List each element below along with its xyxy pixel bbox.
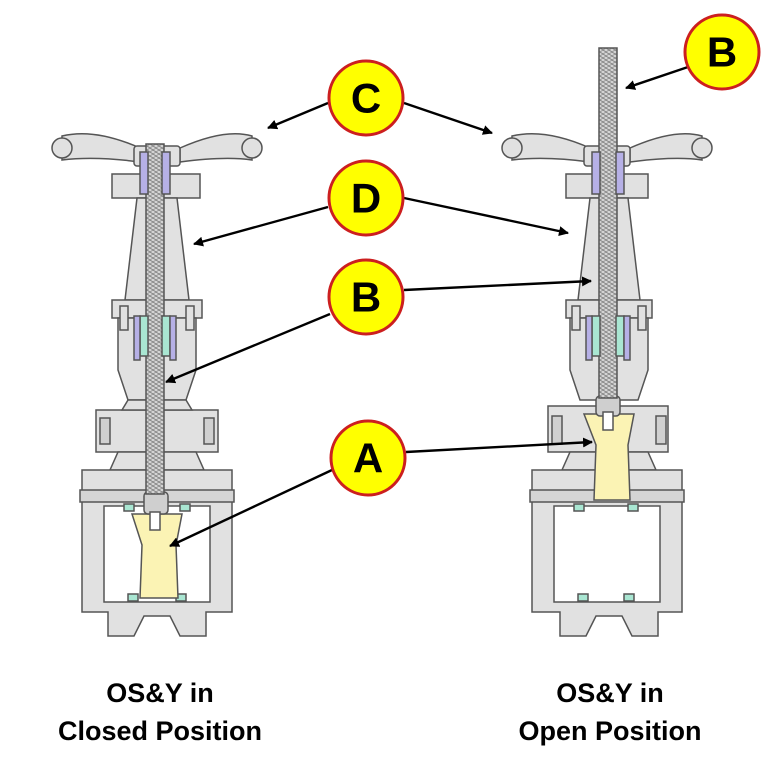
- arrow-c-closed: [267, 101, 329, 130]
- leader-arrows: [165, 65, 689, 548]
- arrow-b-open: [403, 276, 592, 292]
- stem-open: [598, 47, 618, 399]
- wedge-open: [582, 413, 635, 501]
- arrow-a-open: [405, 437, 593, 454]
- open-caption-line2: Open Position: [518, 716, 702, 746]
- arrow-a-closed: [169, 468, 333, 548]
- open-caption-line1: OS&Y in: [556, 678, 664, 708]
- arrow-d-closed: [193, 205, 329, 247]
- arrow-b-top: [625, 65, 689, 90]
- wedge-closed: [130, 513, 183, 599]
- callout-a: A: [329, 419, 407, 497]
- svg-text:A: A: [353, 435, 383, 482]
- closed-valve: [51, 132, 263, 637]
- svg-text:B: B: [707, 29, 737, 76]
- closed-position-caption: OS&Y in Closed Position: [10, 674, 310, 750]
- closed-caption-line2: Closed Position: [57, 716, 263, 746]
- callout-b-middle: B: [327, 258, 405, 336]
- arrow-d-open: [403, 196, 569, 237]
- svg-text:B: B: [351, 274, 381, 321]
- arrow-b-closed: [165, 312, 331, 384]
- open-position-caption: OS&Y in Open Position: [460, 674, 760, 750]
- open-valve: [501, 47, 713, 637]
- callout-c: C: [327, 59, 405, 137]
- closed-caption-line1: OS&Y in: [106, 678, 214, 708]
- callout-d: D: [327, 159, 405, 237]
- callout-b-top: B: [683, 13, 761, 91]
- svg-text:C: C: [351, 75, 381, 122]
- svg-text:D: D: [351, 175, 381, 222]
- arrow-c-open: [403, 101, 493, 135]
